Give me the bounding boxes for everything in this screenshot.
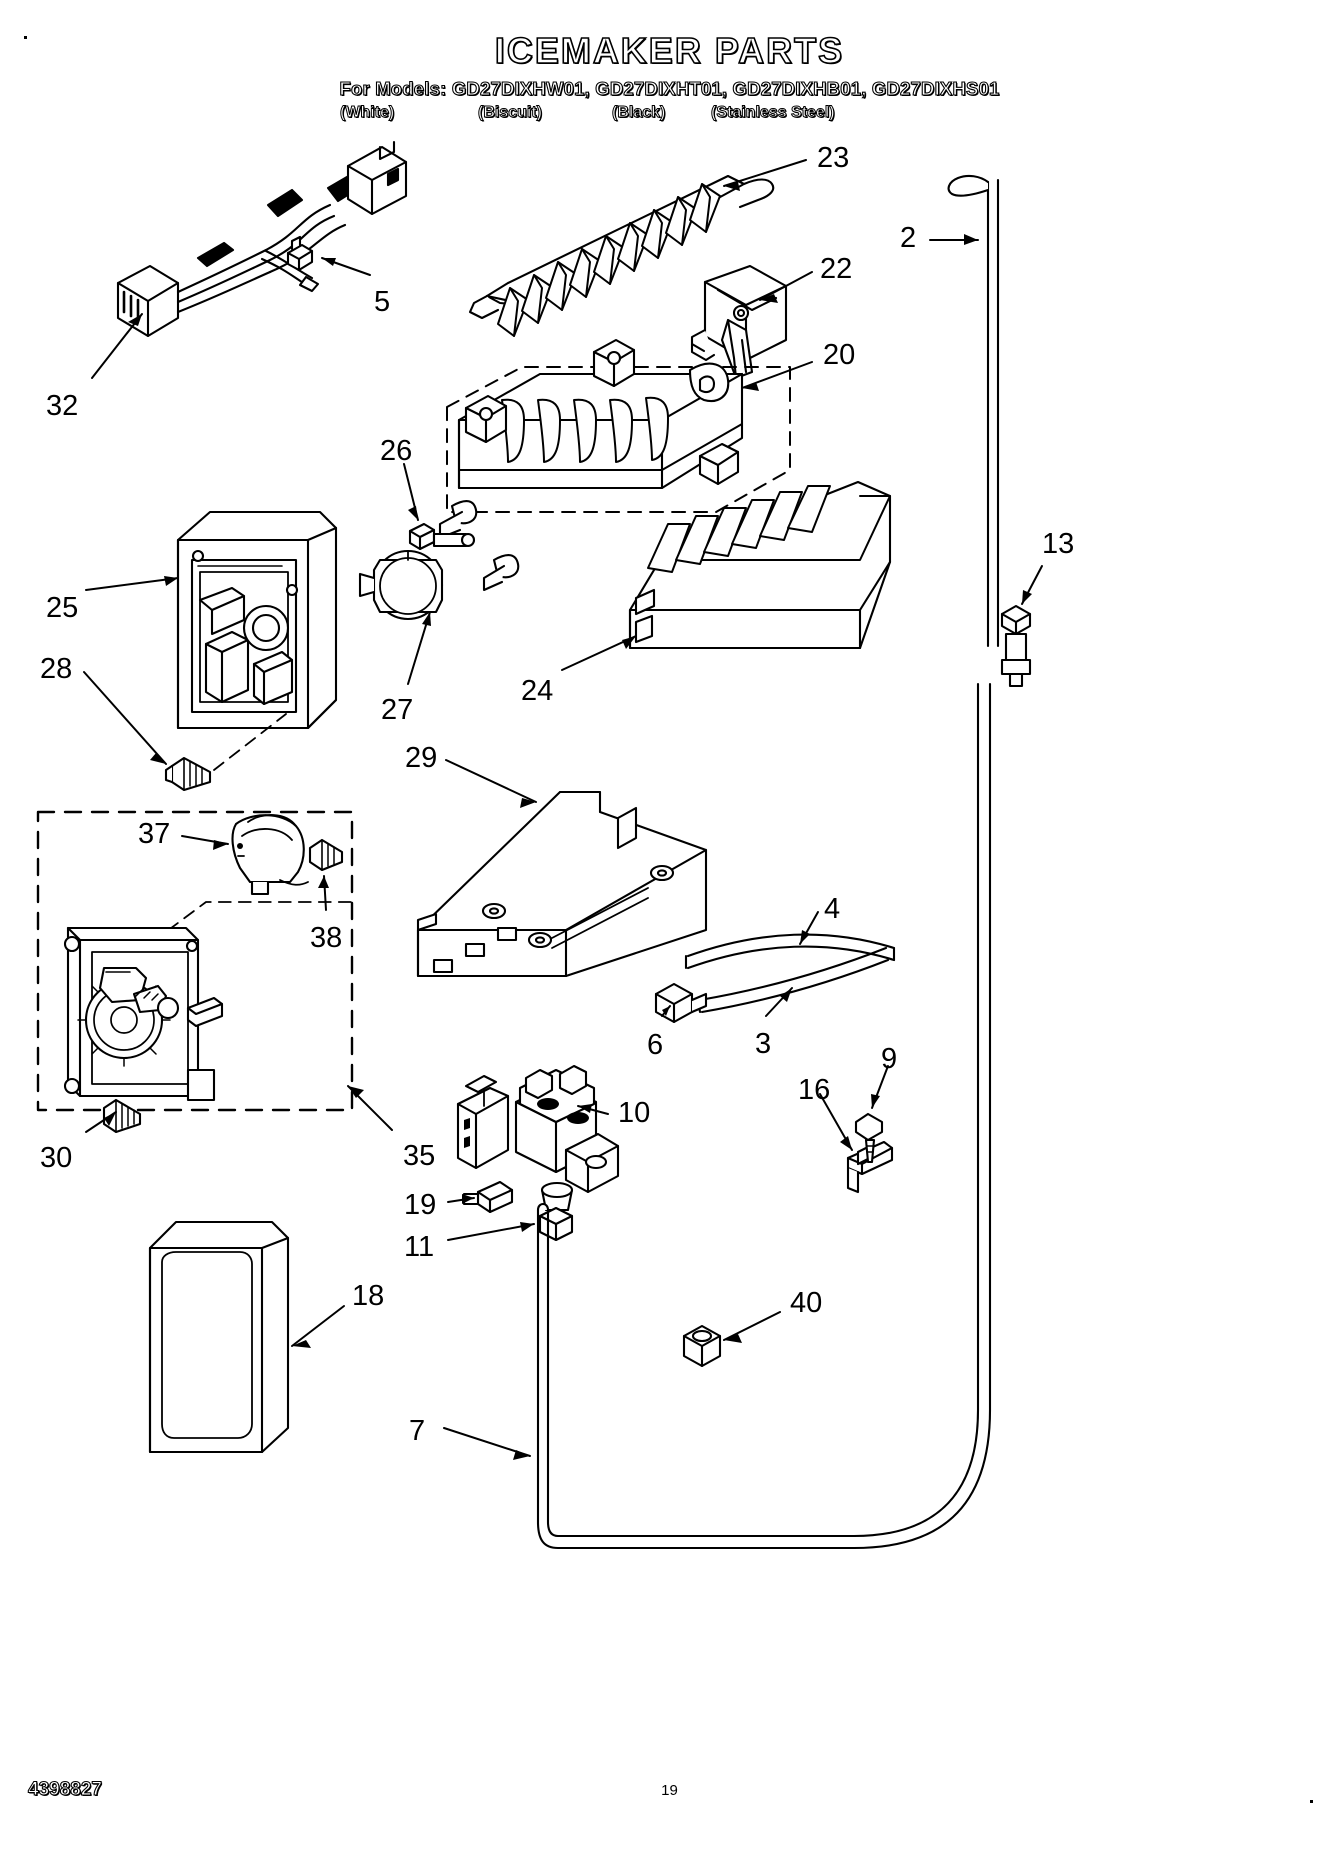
corner-mark [24, 36, 27, 39]
color-label-3: (Stainless Steel) [711, 104, 836, 122]
callout-16: 16 [798, 1074, 831, 1106]
callout-19: 19 [404, 1189, 437, 1221]
callout-25: 25 [46, 592, 79, 624]
mold-heater-cap-part [358, 549, 444, 621]
callout-10: 10 [618, 1097, 651, 1129]
callout-6: 6 [647, 1029, 664, 1061]
color-label-0: (White) [339, 104, 395, 122]
gear-housing-part [63, 926, 224, 1102]
leader-20 [741, 361, 813, 391]
tube-nut-part [654, 982, 708, 1024]
color-label-2: (Black) [611, 104, 666, 122]
callout-22: 22 [820, 253, 853, 285]
callout-23: 23 [817, 142, 850, 174]
callout-30: 30 [40, 1142, 73, 1174]
mounting-bracket-plate-part [416, 790, 708, 978]
callout-5: 5 [374, 286, 391, 318]
leader-7 [443, 1427, 531, 1460]
ice-stripper-part [628, 480, 892, 650]
module-screw-part [164, 756, 212, 792]
access-cover-part [148, 1220, 290, 1454]
callout-20: 20 [823, 339, 856, 371]
leader-16 [819, 1093, 853, 1151]
callout-13: 13 [1042, 528, 1075, 560]
leader-11 [447, 1222, 535, 1241]
callout-40: 40 [790, 1287, 823, 1319]
color-label-1: (Biscuit) [478, 104, 543, 122]
module-housing-part [176, 510, 338, 730]
corner-mark-bottom [1310, 1800, 1313, 1803]
leader-2 [929, 234, 979, 245]
valve-terminal-part [462, 1180, 514, 1214]
hex-nut-part [682, 1324, 722, 1368]
callout-38: 38 [310, 922, 343, 954]
leader-5 [321, 257, 371, 276]
assembly-callout-box [36, 810, 354, 1112]
water-supply-line-part [536, 682, 992, 1550]
color-legend: (White) (Biscuit) (Black) (Stainless Steel) [0, 104, 1339, 130]
callout-18: 18 [352, 1280, 385, 1312]
callout-4: 4 [824, 893, 841, 925]
callout-11: 11 [404, 1231, 435, 1263]
leader-28 [83, 671, 287, 771]
motor-screw-part [308, 838, 344, 872]
document-number: 4398827 [27, 1778, 102, 1800]
motor-shaft-pin-part [408, 522, 476, 551]
leader-13 [1021, 565, 1043, 605]
leader-10 [577, 1104, 609, 1115]
water-fill-tube-part [947, 174, 1000, 648]
water-fill-cup-part [690, 264, 788, 380]
valve-nut-part [538, 1206, 574, 1242]
callout-26: 26 [380, 435, 413, 467]
page-number: 19 [661, 1782, 678, 1799]
leader-9 [871, 1065, 889, 1109]
leader-23 [723, 159, 807, 191]
callout-7: 7 [409, 1415, 426, 1447]
leader-24 [561, 635, 637, 671]
leader-18 [291, 1305, 345, 1348]
callout-9: 9 [881, 1043, 898, 1075]
leader-37 [181, 835, 229, 850]
leader-29 [445, 759, 537, 808]
leader-25 [85, 576, 179, 591]
ice-mold-tray-part [438, 338, 791, 592]
callout-27: 27 [381, 694, 414, 726]
leader-27 [407, 611, 431, 685]
callout-29: 29 [405, 742, 438, 774]
page-title: ICEMAKER PARTS [494, 29, 845, 72]
leader-30 [85, 1111, 117, 1133]
leader-19 [447, 1194, 475, 1204]
callout-37: 37 [138, 818, 171, 850]
callout-28: 28 [40, 653, 73, 685]
leader-3 [765, 987, 793, 1017]
model-list: For Models: GD27DIXHW01, GD27DIXHT01, GD… [339, 77, 1000, 99]
callout-32: 32 [46, 390, 79, 422]
callout-35: 35 [403, 1140, 436, 1172]
water-inlet-valve-part [456, 1064, 620, 1212]
leader-40 [723, 1311, 781, 1343]
ejector-arm-part [468, 174, 775, 337]
drive-motor-part [231, 814, 309, 896]
callout-24: 24 [521, 675, 554, 707]
leader-6 [661, 1005, 671, 1017]
leader-22 [759, 271, 813, 303]
water-tube-upper-part [684, 933, 896, 970]
diagram-header: ICEMAKER PARTS For Models: GD27DIXHW01, … [0, 0, 1339, 130]
cover-screw-part [102, 1098, 142, 1134]
callout-2: 2 [900, 222, 917, 254]
leader-35 [347, 1085, 393, 1131]
tube-coupling-part [1000, 604, 1032, 688]
clamp-screw-part [854, 1112, 884, 1164]
leader-4 [799, 911, 819, 945]
wire-harness-part [116, 140, 408, 338]
leader-26 [403, 463, 419, 521]
leader-38 [318, 875, 329, 911]
leader-32 [91, 313, 143, 379]
water-tube-lower-part [696, 946, 890, 1014]
callout-3: 3 [755, 1028, 772, 1060]
